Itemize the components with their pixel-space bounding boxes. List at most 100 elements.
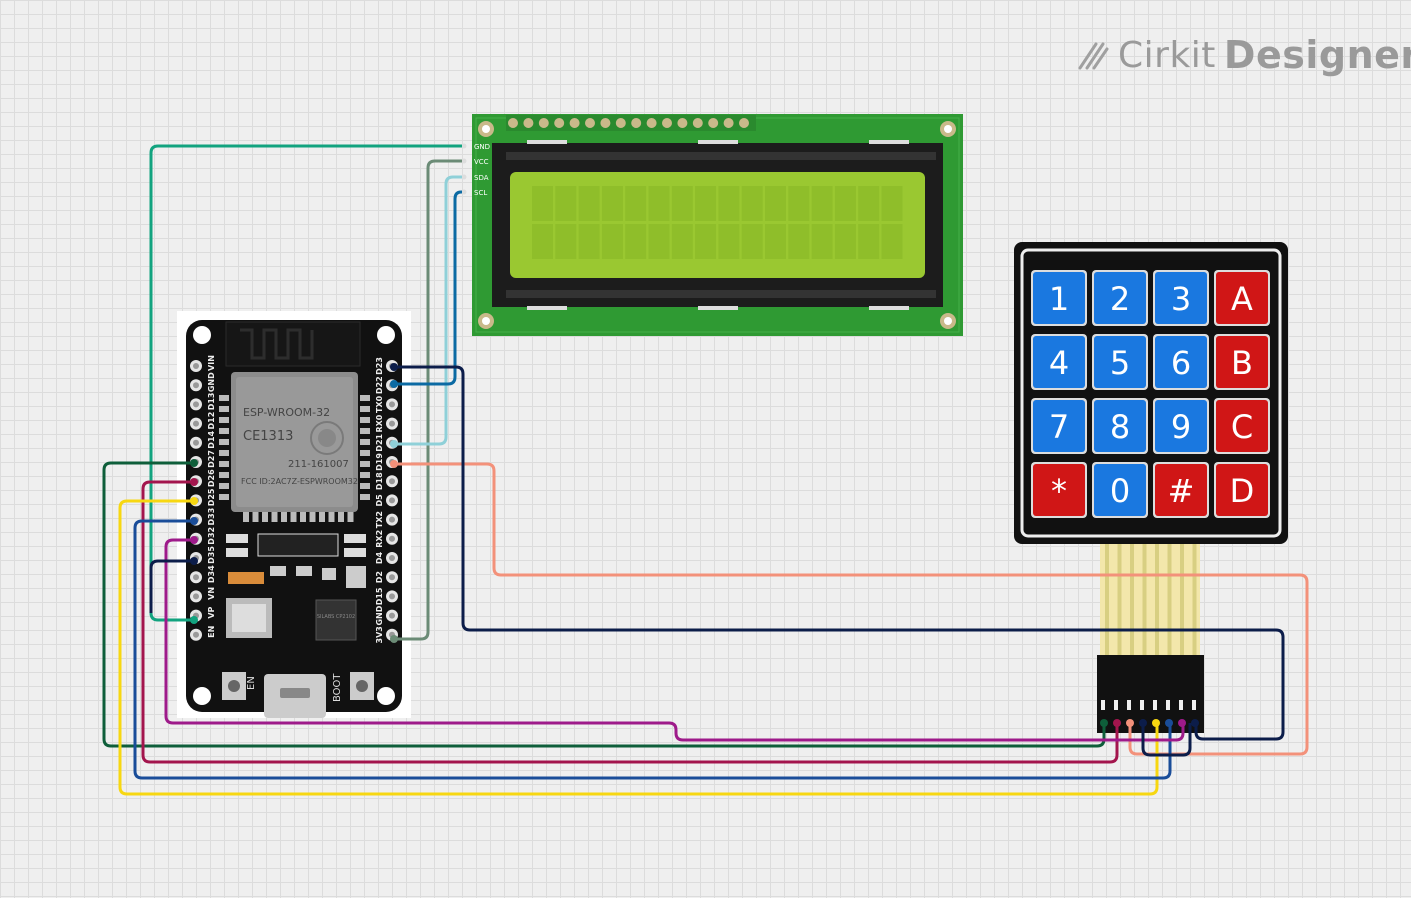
esp32-pin-label: GND xyxy=(375,605,384,625)
pencil-logo-icon xyxy=(1078,42,1109,70)
keypad-key-4[interactable]: 4 xyxy=(1031,334,1087,390)
keypad-key-label: 7 xyxy=(1049,408,1069,446)
lcd-pin-sda[interactable] xyxy=(461,174,467,180)
module-pad xyxy=(319,512,325,522)
lcd-char-cell xyxy=(858,186,880,221)
module-pad xyxy=(360,395,370,401)
esp32-pin-label: D33 xyxy=(207,508,216,526)
lcd-header-pin xyxy=(723,118,734,128)
lcd-header-pins xyxy=(506,115,756,131)
keypad-key-5[interactable]: 5 xyxy=(1092,334,1148,390)
esp32-board[interactable]: ESP-WROOM-32 CE1313 211-161007 FCC ID:2A… xyxy=(177,311,411,718)
keypad-key-8[interactable]: 8 xyxy=(1092,398,1148,454)
esp32-pin-label: VP xyxy=(207,606,216,618)
fcc-id-text: FCC ID:2AC7Z-ESPWROOM32 xyxy=(241,477,358,486)
keypad-key-label: 2 xyxy=(1110,280,1130,318)
esp32-pin-label: RX0 xyxy=(375,414,384,432)
wire-lcd-scl xyxy=(394,190,463,386)
keypad-key-6[interactable]: 6 xyxy=(1153,334,1209,390)
en-button-label: EN xyxy=(246,676,257,690)
keypad-key-star[interactable]: * xyxy=(1031,462,1087,518)
keypad-key-label: 1 xyxy=(1049,280,1069,318)
usb-uart-chip-label: SILABS CP2102 xyxy=(317,614,355,620)
keypad-key-1[interactable]: 1 xyxy=(1031,270,1087,326)
boot-button-label: BOOT xyxy=(332,673,343,702)
lcd-char-cell xyxy=(718,186,740,221)
lcd-pin-label: VCC xyxy=(474,158,489,166)
esp32-pin-label: D22 xyxy=(375,376,384,394)
esp32-pin-label: D27 xyxy=(207,450,216,468)
module-pad xyxy=(271,512,278,522)
lcd-char-cell xyxy=(718,224,740,259)
wire-endpoint xyxy=(190,459,198,467)
lcd-char-cell xyxy=(834,186,856,221)
lcd-char-cell xyxy=(648,186,670,221)
esp32-pin-label: D35 xyxy=(207,546,216,564)
esp32-pin-label: D4 xyxy=(375,551,384,564)
lcd-header-pin xyxy=(508,118,518,128)
module-name-text: ESP-WROOM-32 xyxy=(243,406,330,419)
lcd-pin-label: GND xyxy=(474,143,490,151)
keypad-key-label: B xyxy=(1231,344,1253,382)
keypad-key-3[interactable]: 3 xyxy=(1153,270,1209,326)
keypad-key-2[interactable]: 2 xyxy=(1092,270,1148,326)
lcd-char-cell xyxy=(625,186,647,221)
lcd-pin-gnd[interactable] xyxy=(461,143,467,149)
module-pad xyxy=(347,512,354,522)
esp32-pin-label: D26 xyxy=(207,469,216,487)
keypad-key-b[interactable]: B xyxy=(1214,334,1270,390)
lcd-char-cell xyxy=(811,186,833,221)
wire-lcd-vcc xyxy=(394,159,462,641)
wire-endpoint xyxy=(390,440,398,448)
lcd-header-pin xyxy=(692,118,703,128)
esp32-pin-label: D21 xyxy=(375,433,384,451)
lcd-character-grid xyxy=(532,186,903,259)
lcd-header-pin xyxy=(600,118,611,128)
module-pad xyxy=(300,512,306,522)
wires xyxy=(102,144,1309,796)
brand-logo: Cirkit Designer xyxy=(1076,30,1411,80)
lcd-pin-label: SCL xyxy=(474,189,487,197)
lcd-pin-vcc[interactable] xyxy=(461,158,467,164)
lcd-header-pin xyxy=(739,118,749,128)
esp32-pin-label: D15 xyxy=(375,587,384,605)
wire-green-keypad-short xyxy=(1141,723,1192,757)
keypad-key-9[interactable]: 9 xyxy=(1153,398,1209,454)
lcd-module[interactable]: GND VCC SDA SCL xyxy=(461,114,964,336)
lcd-header-pin xyxy=(646,118,657,128)
keypad-key-hash[interactable]: # xyxy=(1153,462,1209,518)
module-pad xyxy=(219,428,229,434)
lcd-pin-label: SDA xyxy=(474,174,489,182)
ce-mark-text: CE1313 xyxy=(243,429,293,444)
module-pad xyxy=(360,450,370,456)
wire-d14-loop xyxy=(149,559,194,613)
keypad-key-0[interactable]: 0 xyxy=(1092,462,1148,518)
esp32-pin-label: D5 xyxy=(375,494,384,507)
keypad-key-c[interactable]: C xyxy=(1214,398,1270,454)
keypad-key-label: C xyxy=(1231,408,1253,446)
brand-name-designer: Designer xyxy=(1223,33,1411,77)
lcd-pin-scl[interactable] xyxy=(461,189,467,195)
module-pad xyxy=(219,406,229,412)
keypad-key-label: 8 xyxy=(1110,408,1130,446)
lcd-char-cell xyxy=(671,186,693,221)
module-pad xyxy=(219,417,229,423)
keypad-key-a[interactable]: A xyxy=(1214,270,1270,326)
wire-endpoint xyxy=(190,616,198,624)
keypad-key-label: D xyxy=(1230,472,1255,510)
lcd-char-cell xyxy=(834,224,856,259)
module-pad xyxy=(360,483,370,489)
lcd-header-pin xyxy=(677,118,688,128)
module-pad xyxy=(360,472,370,478)
wire-endpoint xyxy=(190,478,198,486)
lcd-char-cell xyxy=(811,224,833,259)
esp32-pin-label: D23 xyxy=(375,357,384,375)
smd-components: SILABS CP2102 xyxy=(226,533,366,641)
lcd-char-cell xyxy=(741,224,763,259)
wire-d19-keypad xyxy=(394,462,1309,756)
keypad-key-d[interactable]: D xyxy=(1214,462,1270,518)
keypad-key-7[interactable]: 7 xyxy=(1031,398,1087,454)
keypad-key-label: # xyxy=(1168,472,1195,510)
